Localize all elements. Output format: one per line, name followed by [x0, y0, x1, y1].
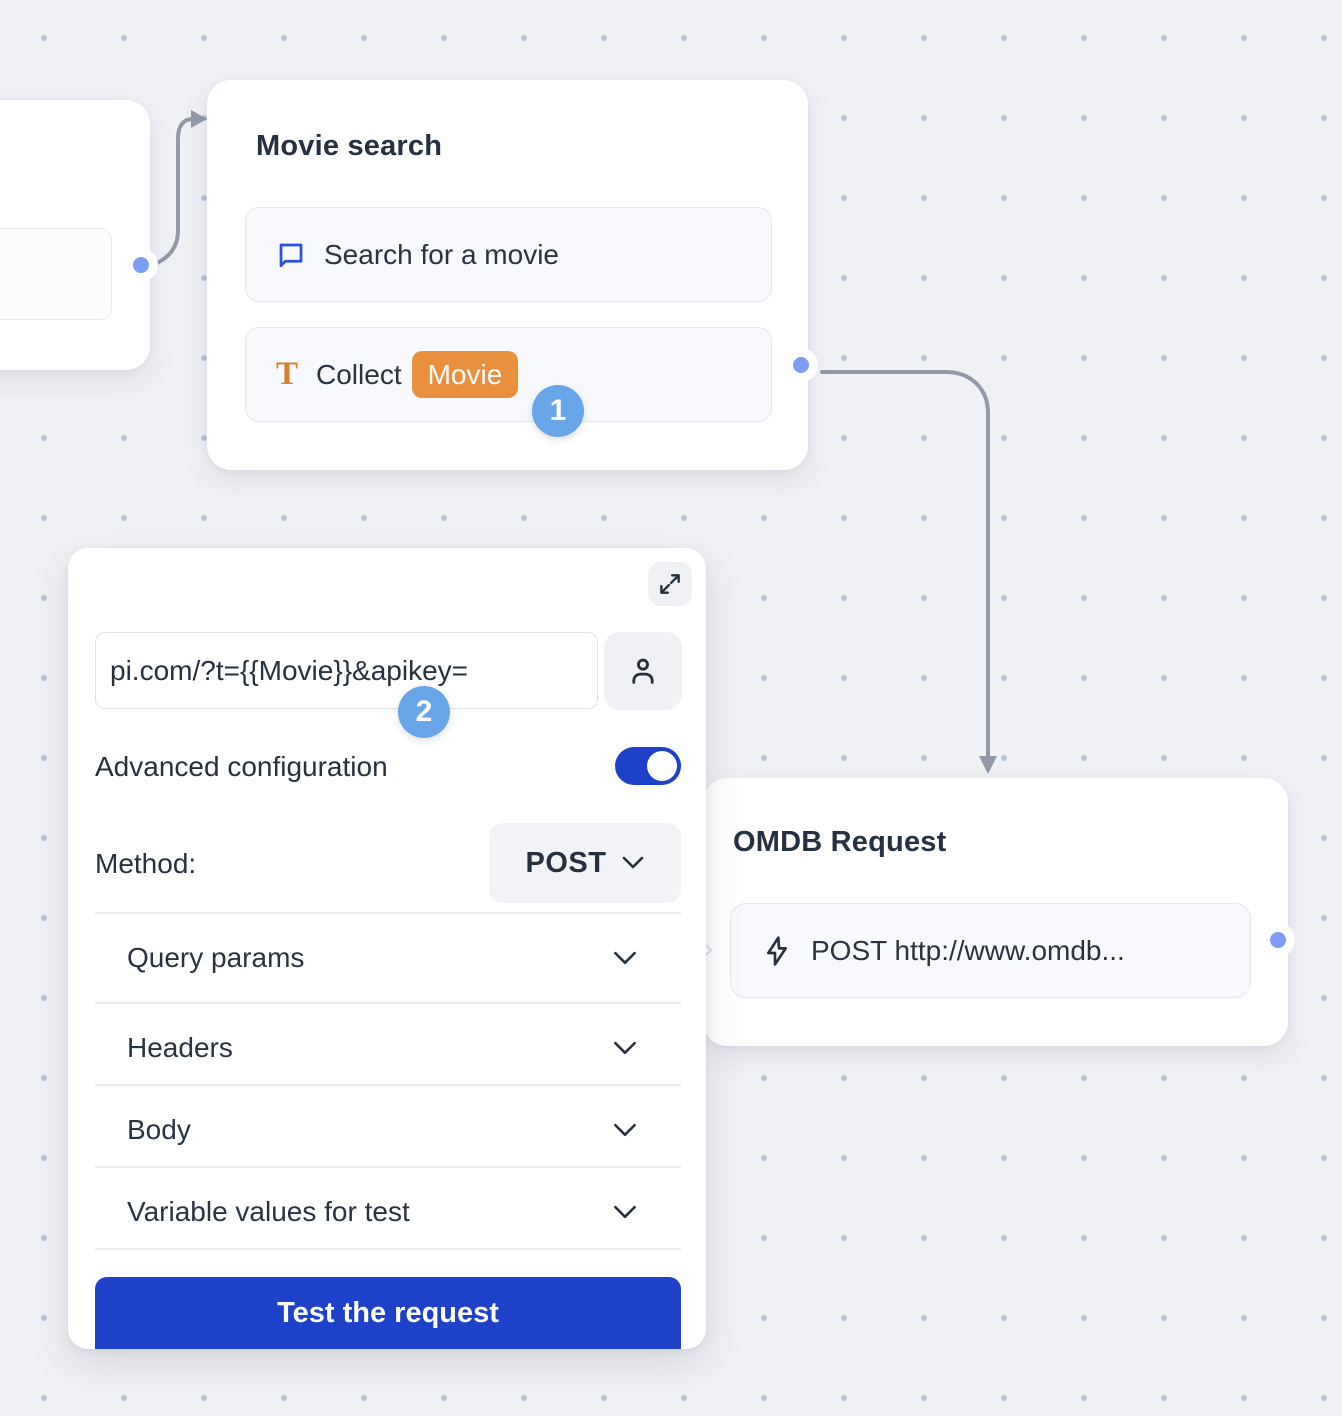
section-query-params[interactable]: Query params: [95, 914, 681, 1002]
expand-button[interactable]: [648, 562, 692, 606]
output-port-omdb[interactable]: [1270, 932, 1286, 948]
chevron-down-icon: [614, 1205, 636, 1218]
url-input[interactable]: [95, 632, 598, 709]
arrowhead-right-icon: [191, 110, 207, 128]
divider: [95, 1002, 681, 1004]
omdb-request-node[interactable]: OMDB Request POST http://www.omdb...: [703, 778, 1288, 1046]
chevron-down-icon: [614, 1041, 636, 1054]
advanced-configuration-toggle[interactable]: [615, 747, 681, 785]
node-title: Movie search: [256, 130, 443, 162]
divider: [95, 1248, 681, 1250]
toggle-knob: [647, 751, 677, 781]
partial-node-card[interactable]: [0, 100, 150, 370]
step-search-for-movie[interactable]: Search for a movie: [245, 207, 772, 302]
section-label: Body: [127, 1114, 191, 1145]
advanced-configuration-label: Advanced configuration: [95, 751, 388, 782]
step-post-request[interactable]: POST http://www.omdb...: [730, 903, 1251, 998]
annotation-badge-2: 2: [398, 686, 450, 738]
section-label: Variable values for test: [127, 1196, 410, 1227]
node-title: OMDB Request: [733, 826, 947, 858]
person-icon: [632, 658, 654, 684]
arrowhead-down-icon: [979, 756, 997, 774]
text-collect-icon: T: [276, 356, 299, 392]
chevron-down-icon: [614, 951, 636, 964]
divider: [95, 1166, 681, 1168]
chat-bubble-icon: [279, 243, 303, 267]
method-dropdown[interactable]: POST: [489, 823, 681, 903]
divider: [95, 1084, 681, 1086]
request-editor-panel[interactable]: Advanced configuration Method: POST Quer…: [68, 548, 706, 1349]
output-port-movie-search[interactable]: [793, 357, 809, 373]
method-label: Method:: [95, 848, 197, 879]
section-body[interactable]: Body: [95, 1086, 681, 1174]
person-button[interactable]: [604, 632, 682, 710]
method-value: POST: [525, 846, 607, 879]
section-headers[interactable]: Headers: [95, 1004, 681, 1092]
chevron-down-icon: [614, 1123, 636, 1136]
partial-step-row[interactable]: [0, 228, 112, 320]
output-port-left-node[interactable]: [133, 257, 149, 273]
expand-icon: [660, 574, 680, 594]
lightning-icon: [767, 935, 787, 966]
variable-badge[interactable]: Movie: [411, 350, 519, 399]
section-variable-values[interactable]: Variable values for test: [95, 1168, 681, 1256]
divider: [95, 912, 681, 914]
annotation-badge-1: 1: [532, 385, 584, 437]
chevron-down-icon: [623, 856, 644, 869]
connector-left-to-movie: [151, 117, 195, 267]
step-label: POST http://www.omdb...: [811, 934, 1125, 966]
section-label: Headers: [127, 1032, 233, 1063]
test-request-button[interactable]: Test the request: [95, 1277, 681, 1349]
connector-movie-to-omdb: [820, 370, 990, 759]
section-label: Query params: [127, 942, 305, 973]
step-label: Search for a movie: [324, 238, 559, 270]
movie-search-node[interactable]: Movie search Search for a movie T Collec…: [207, 80, 808, 470]
